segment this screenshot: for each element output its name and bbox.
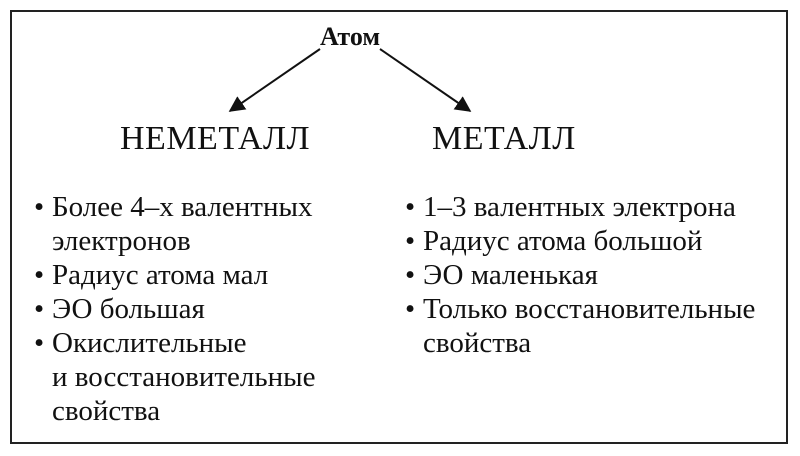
nonmetal-property-text: Радиус атома мал: [52, 259, 269, 291]
metal-property-item: • ЭО маленькая: [405, 258, 775, 292]
metal-title: МЕТАЛЛ: [432, 120, 576, 157]
bullet: •: [405, 259, 416, 291]
metal-property-text: ЭО маленькая: [423, 259, 598, 291]
nonmetal-property-item: • Радиус атома мал: [34, 258, 364, 292]
metal-property-item: • 1–3 валентных электрона: [405, 190, 775, 224]
nonmetal-property-item: • ЭО большая: [34, 292, 364, 326]
bullet: •: [34, 327, 45, 359]
bullet: •: [405, 225, 416, 257]
nonmetal-properties-list: • Более 4–х валентных электронов • Радиу…: [34, 190, 364, 428]
metal-properties-list: • 1–3 валентных электрона • Радиус атома…: [405, 190, 775, 360]
nonmetal-property-item: • Более 4–х валентных электронов: [34, 190, 364, 258]
metal-property-text: Радиус атома большой: [423, 225, 703, 257]
nonmetal-property-item: • Окислительные и восстановительные свой…: [34, 326, 364, 428]
metal-property-item: • Радиус атома большой: [405, 224, 775, 258]
nonmetal-property-text: Окислительные и восстановительные свойст…: [52, 327, 316, 427]
arrow-to-nonmetal: [228, 48, 321, 112]
nonmetal-property-text: ЭО большая: [52, 293, 205, 325]
arrow-to-metal: [379, 48, 472, 112]
metal-property-text: Только восстановительные свойства: [423, 293, 756, 359]
metal-property-item: • Только восстановительные свойства: [405, 292, 775, 360]
bullet: •: [405, 293, 416, 325]
bullet: •: [34, 191, 45, 223]
bullet: •: [34, 293, 45, 325]
nonmetal-title: НЕМЕТАЛЛ: [120, 120, 311, 157]
diagram-frame: [10, 10, 788, 444]
bullet: •: [405, 191, 416, 223]
metal-property-text: 1–3 валентных электрона: [423, 191, 736, 223]
nonmetal-property-text: Более 4–х валентных электронов: [52, 191, 313, 257]
root-title: Атом: [319, 22, 381, 51]
bullet: •: [34, 259, 45, 291]
